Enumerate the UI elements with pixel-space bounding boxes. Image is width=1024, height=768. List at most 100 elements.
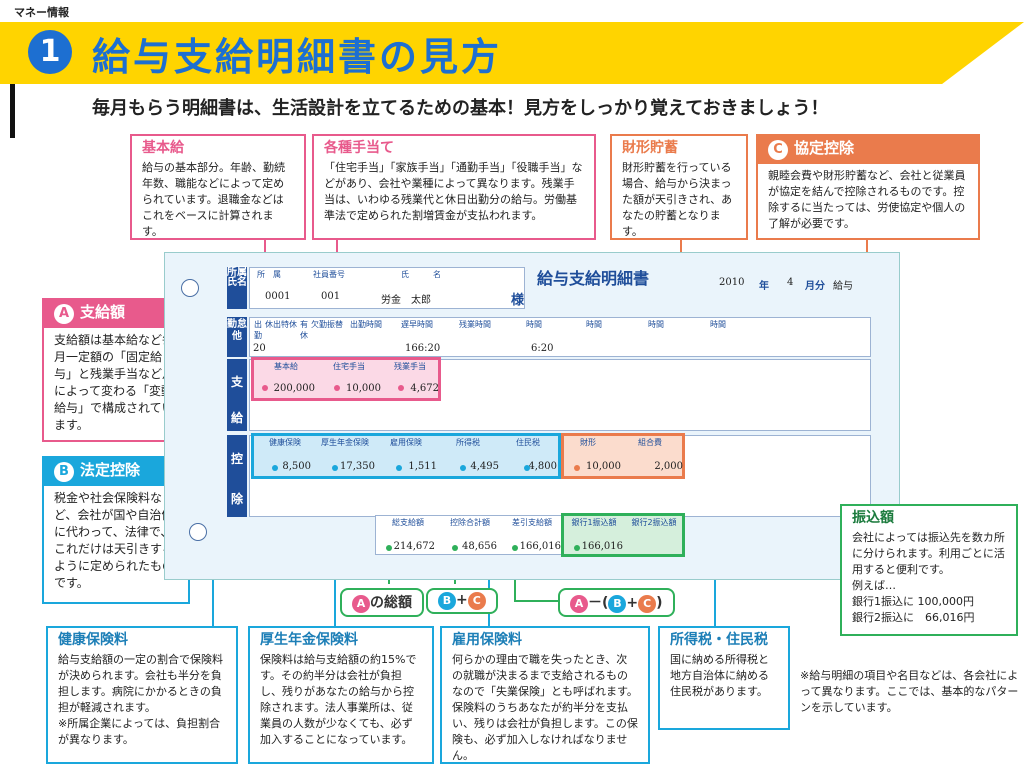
- total-headers: 総支給額控除合計額差引支給額銀行1振込額銀行2振込額: [377, 517, 683, 529]
- box-zaikei-title: 財形貯蓄: [622, 140, 678, 156]
- slip-year: 2010: [719, 277, 745, 288]
- box-teate: 各種手当て 「住宅手当」「家族手当」「通勤手当」「役職手当」などがあり、会社や業…: [312, 134, 596, 240]
- box-furikomi: 振込額 会社によっては振込先を数カ所に分けられます。利用ごとに活用すると便利です…: [840, 504, 1018, 636]
- box-shotoku-title: 所得税・住民税: [670, 632, 768, 648]
- pay-headers: 基本給住宅手当残業手当: [255, 361, 439, 373]
- box-shikyu-text: 支給額は基本給など毎月一定額の「固定給与」と残業手当など月によって変わる「変動給…: [54, 333, 175, 432]
- box-kosei-text: 保険料は給与支給額の約15%です。その約半分は会社が負担し、残りがあなたの給与か…: [260, 653, 417, 746]
- slip-title: 給与支給明細書: [537, 269, 650, 288]
- value-shozoku: 0001: [265, 291, 291, 302]
- box-koyo: 雇用保険料 何らかの理由で職を失ったとき、次の就職が決まるまで支給されるものなの…: [440, 626, 650, 764]
- total-value: 214,672: [393, 541, 435, 552]
- label-kojo-1: 控: [230, 452, 243, 466]
- box-kosei-title: 厚生年金保険料: [260, 632, 358, 648]
- highlight-shikyu: [251, 357, 441, 401]
- slip-month: 4: [787, 277, 794, 288]
- dot-koyo: [396, 465, 402, 471]
- box-teate-title: 各種手当て: [324, 140, 394, 156]
- formula2-plus: +: [626, 595, 639, 611]
- pay-header: 基本給: [274, 362, 298, 371]
- attendance-header: 休出: [265, 320, 281, 329]
- formula2-b-badge: B: [608, 595, 627, 613]
- value-shukkin-jikan: 166:20: [405, 343, 441, 354]
- highlight-hotei: [251, 433, 561, 479]
- box-kosei: 厚生年金保険料 保険料は給与支給額の約15%です。その約半分は会社が負担し、残り…: [248, 626, 434, 764]
- box-koyo-text: 何らかの理由で職を失ったとき、次の就職が決まるまで支給されるものなので「失業保険…: [452, 653, 638, 762]
- dot-jutaku: [334, 385, 340, 391]
- dot-kojogokei: [452, 545, 458, 551]
- label-kojo: 控除: [227, 435, 247, 517]
- total-header: 銀行2振込額: [631, 518, 677, 527]
- deduction-value: 2,000: [654, 461, 683, 472]
- attendance-header: 時間: [586, 320, 602, 329]
- dot-ginko1: [574, 545, 580, 551]
- total-value: 166,016: [581, 541, 623, 552]
- badge-b: B: [54, 462, 74, 482]
- page-title: 給与支給明細書の見方: [92, 35, 503, 79]
- dot-kenko: [272, 465, 278, 471]
- box-koyo-title: 雇用保険料: [452, 632, 522, 648]
- total-values: 214,672 48,656 166,016 166,016: [377, 541, 683, 555]
- attendance-header: 時間: [648, 320, 664, 329]
- header-shimei: 氏 名: [401, 270, 441, 279]
- box-shikyu: A 支給額 支給額は基本給など毎月一定額の「固定給与」と残業手当など月によって変わ…: [42, 298, 186, 442]
- box-shotoku-text: 国に納める所得税と地方自治体に納める住民税があります。: [670, 653, 769, 698]
- badge-c: C: [768, 140, 788, 160]
- header-shozoku: 所 属: [257, 270, 281, 279]
- attendance-header: 振替: [327, 320, 343, 329]
- attendance-header: 遅早時間: [401, 320, 433, 329]
- slip-year-unit: 年: [759, 281, 769, 292]
- box-kihonkyu-title: 基本給: [142, 140, 184, 156]
- dot-kihonkyu: [262, 385, 268, 391]
- formula-a-text: の総額: [370, 595, 412, 611]
- label-shikyu-2: 給: [230, 411, 243, 425]
- title-band: [0, 22, 1024, 84]
- box-kihonkyu: 基本給 給与の基本部分。年齢、勤続年数、職能などによって定められています。退職金…: [130, 134, 306, 240]
- title-number: 1: [28, 30, 72, 74]
- dot-jumin: [524, 465, 530, 471]
- total-value: 166,016: [519, 541, 561, 552]
- total-value: 48,656: [462, 541, 497, 552]
- accent-bar: [10, 84, 15, 138]
- section-label: マネー情報: [14, 6, 69, 19]
- page-subtitle: 毎月もらう明細書は、生活設計を立てるための基本！見方をしっかり覚えておきましょう…: [92, 98, 829, 119]
- attendance-headers: 出勤休出特休有休欠勤振替出勤時間遅早時間残業時間時間時間時間時間: [251, 319, 871, 340]
- value-name: 労金 太郎: [381, 295, 431, 306]
- footnote: ※給与明細の項目や名目などは、各会社によって異なります。ここでは、基本的なパター…: [800, 669, 1019, 714]
- box-shikyu-title: 支給額: [80, 303, 126, 321]
- box-kihonkyu-text: 給与の基本部分。年齢、勤続年数、職能などによって定められています。退職金などはこ…: [142, 161, 285, 238]
- formula-a-badge: A: [352, 595, 370, 613]
- box-furikomi-title: 振込額: [852, 510, 894, 526]
- attendance-header: 特休: [281, 320, 297, 329]
- dot-shotoku: [460, 465, 466, 471]
- slip-month-unit: 月分: [805, 281, 825, 292]
- formula-a-minus-bc: A－(B+C): [558, 588, 675, 617]
- highlight-kyotei: [561, 433, 685, 479]
- value-shain: 001: [321, 291, 341, 302]
- dot-sashihiki: [512, 545, 518, 551]
- box-kenko-title: 健康保険料: [58, 632, 128, 648]
- attendance-header: 出勤時間: [350, 320, 382, 329]
- box-furikomi-line2: 銀行2振込に 66,016円: [852, 611, 975, 624]
- dot-zangyo: [398, 385, 404, 391]
- value-shukkin: 20: [253, 343, 266, 354]
- deduction-header: 組合費: [638, 438, 662, 447]
- name-field: [249, 267, 525, 309]
- badge-a: A: [54, 304, 74, 324]
- attendance-header: 時間: [710, 320, 726, 329]
- label-shikyu-1: 支: [230, 375, 243, 389]
- attendance-header: 時間: [526, 320, 542, 329]
- box-furikomi-text: 会社によっては振込先を数カ所に分けられます。利用ごとに活用すると便利です。: [852, 531, 1005, 576]
- deduction-header: 所得税: [456, 438, 480, 447]
- deduction-value: 10,000: [586, 461, 621, 472]
- total-header: 控除合計額: [450, 518, 490, 527]
- pay-value: 200,000: [273, 383, 315, 394]
- attendance-header: 有休: [300, 320, 308, 340]
- deduction-value: 4,495: [470, 461, 499, 472]
- box-kenko: 健康保険料 給与支給額の一定の割合で保険料が決められます。会社も半分を負担します…: [46, 626, 238, 764]
- deduction-header: 雇用保険: [390, 438, 422, 447]
- deduction-header: 財形: [580, 438, 596, 447]
